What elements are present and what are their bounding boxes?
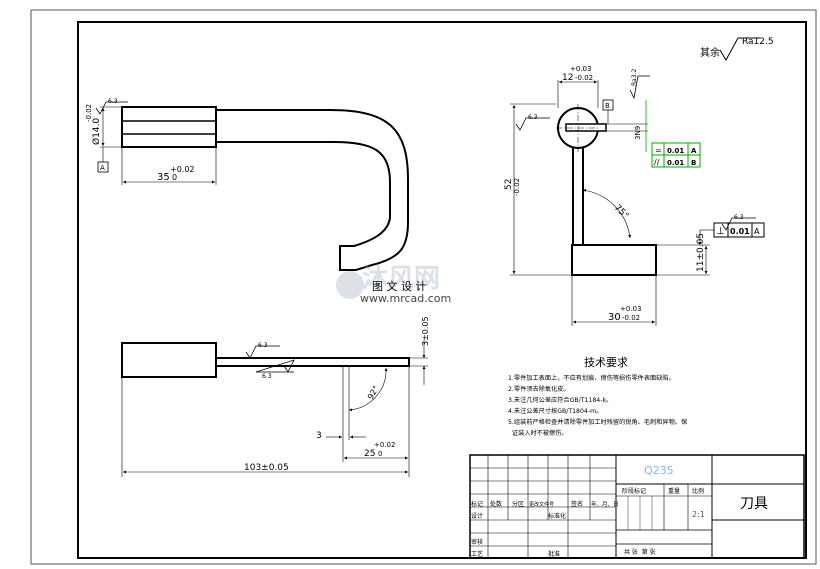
top-dim-tip: 3 <box>316 431 322 441</box>
tb-header-zone: 分区 <box>512 500 524 508</box>
tb-header-date: 年、月、日 <box>591 500 619 508</box>
top-dim-thickness: 3±0.05 <box>421 316 430 346</box>
tech-req-item: 4.未注公差尺寸按GB/T1804-m。 <box>508 407 602 415</box>
top-dim-tip-length: 25 <box>364 449 375 459</box>
tech-req-title: 技术要求 <box>584 356 628 369</box>
top-view: 6.3 6.3 3±0.05 92° 3 25 +0.02 0 103±0.05 <box>121 316 430 477</box>
tb-scale-value: 2:1 <box>692 510 705 519</box>
front-view: 6.3 Ø14.0 -0.02 A 35 +0.02 0 <box>85 98 409 271</box>
watermark-brand: 沐风网 <box>362 264 440 294</box>
tb-header-change: 更改文件号 <box>529 501 554 508</box>
side-dim-slot-depth: 3N9 <box>634 126 642 140</box>
tech-req-item: 2.零件须去除氧化皮。 <box>508 385 570 393</box>
title-block-text: Q235 刀具 标记 处数 分区 更改文件号 签名 年、月、日 阶段标记 重量 … <box>471 464 768 558</box>
watermark-subtitle: 图 文 设 计 <box>372 279 427 293</box>
top-angle: 92° <box>366 384 381 401</box>
side-dim-slot-width-tol-upper: +0.03 <box>570 65 591 73</box>
perp-value: 0.01 <box>730 227 750 236</box>
tb-standardize: 标准化 <box>548 512 566 520</box>
side-dim-height: 52 <box>504 179 514 190</box>
tb-header-sign: 签名 <box>571 500 583 508</box>
side-base <box>571 244 657 276</box>
front-dim-length-tol-upper: +0.02 <box>170 165 195 174</box>
roughness-note-value: Ra12.5 <box>742 37 774 47</box>
general-roughness-note: 其余 Ra12.5 <box>700 37 774 62</box>
front-dim-length-tol-lower: 0 <box>172 173 177 182</box>
fcf-row2-symbol: // <box>654 158 660 167</box>
inner-frame-border <box>77 21 807 559</box>
tb-design: 设计 <box>471 512 483 520</box>
title-block <box>469 454 805 559</box>
front-dim-diameter-tol: -0.02 <box>85 104 93 122</box>
front-dim-length: 35 <box>157 172 170 183</box>
side-dim-base-width-tol-lower: -0.02 <box>622 314 640 322</box>
tb-sheets: 共 张 第 张 <box>624 548 656 556</box>
side-dim-base-height: 11±0.05 <box>696 233 706 272</box>
tech-req-item: 5.组装前严格检查并清除零件加工时残留的锐角、毛刺和异物。保 <box>508 418 688 426</box>
tech-req-item: 3.未注几何公差应符合GB/T1184-k。 <box>508 396 612 404</box>
tb-header-mark: 标记 <box>471 500 483 508</box>
front-dim-diameter: Ø14.0 <box>91 118 102 145</box>
top-roughness-a: 6.3 <box>258 342 268 349</box>
fcf-row1-datum: A <box>691 147 697 155</box>
part-name: 刀具 <box>740 496 768 512</box>
tb-weight: 重量 <box>668 487 680 495</box>
side-roughness-right: 6.3 <box>734 214 744 221</box>
side-roughness-top: Ra3.2 <box>631 69 638 86</box>
fcf-row2-value: 0.01 <box>667 159 684 167</box>
fcf-row1-symbol: = <box>655 146 662 155</box>
technical-requirements: 技术要求 1.零件加工表面上，不应有划痕、擦伤等损伤零件表面缺陷。 2.零件须去… <box>508 356 688 437</box>
front-datum-label: A <box>100 164 105 172</box>
roughness-note-label: 其余 <box>700 46 720 59</box>
tech-req-item: 证装入时不被擦伤。 <box>508 429 568 437</box>
watermark-url: www.mrcad.com <box>360 292 451 305</box>
perp-datum: A <box>754 227 760 236</box>
side-dim-base-width: 30 <box>608 312 621 323</box>
tech-req-item: 1.零件加工表面上，不应有划痕、擦伤等损伤零件表面缺陷。 <box>508 374 675 382</box>
side-datum-b: B <box>605 102 610 110</box>
curved-blade <box>216 109 409 271</box>
side-roughness-left: 6.3 <box>528 114 538 121</box>
tb-review: 审核 <box>471 538 483 546</box>
outer-sheet-border <box>30 9 817 565</box>
tb-approve: 批准 <box>548 550 560 558</box>
perp-symbol: ⊥ <box>716 226 725 237</box>
tb-header-count: 处数 <box>490 500 502 508</box>
tb-stage-mark: 阶段标记 <box>622 487 646 495</box>
top-handle-block <box>121 342 217 378</box>
top-dim-tip-length-tol-upper: +0.02 <box>374 441 395 449</box>
top-dim-total: 103±0.05 <box>244 463 289 473</box>
tb-scale-label: 比例 <box>692 487 704 495</box>
side-dim-slot-width-tol-lower: -0.02 <box>575 74 593 82</box>
material-label: Q235 <box>644 464 674 477</box>
side-dim-base-width-tol-upper: +0.03 <box>620 305 641 313</box>
feature-control-frame: = 0.01 A // 0.01 B <box>645 100 701 168</box>
watermark: 沐风网 <box>336 264 440 299</box>
side-dim-height-tol: -0.02 <box>513 178 521 196</box>
top-blade <box>215 357 410 367</box>
side-dim-slot-width: 12 <box>562 73 573 83</box>
front-roughness: 6.3 <box>108 98 118 105</box>
fcf-row2-datum: B <box>691 159 696 167</box>
handle-block <box>121 106 217 148</box>
top-dim-tip-length-tol-lower: 0 <box>378 450 382 458</box>
fcf-row1-value: 0.01 <box>667 147 684 155</box>
side-view: 6.3 Ra3.2 12 +0.03 -0.02 B 3N9 = 0.01 A … <box>504 65 765 326</box>
tb-process: 工艺 <box>471 550 483 558</box>
top-roughness-b: 6.3 <box>262 373 272 380</box>
